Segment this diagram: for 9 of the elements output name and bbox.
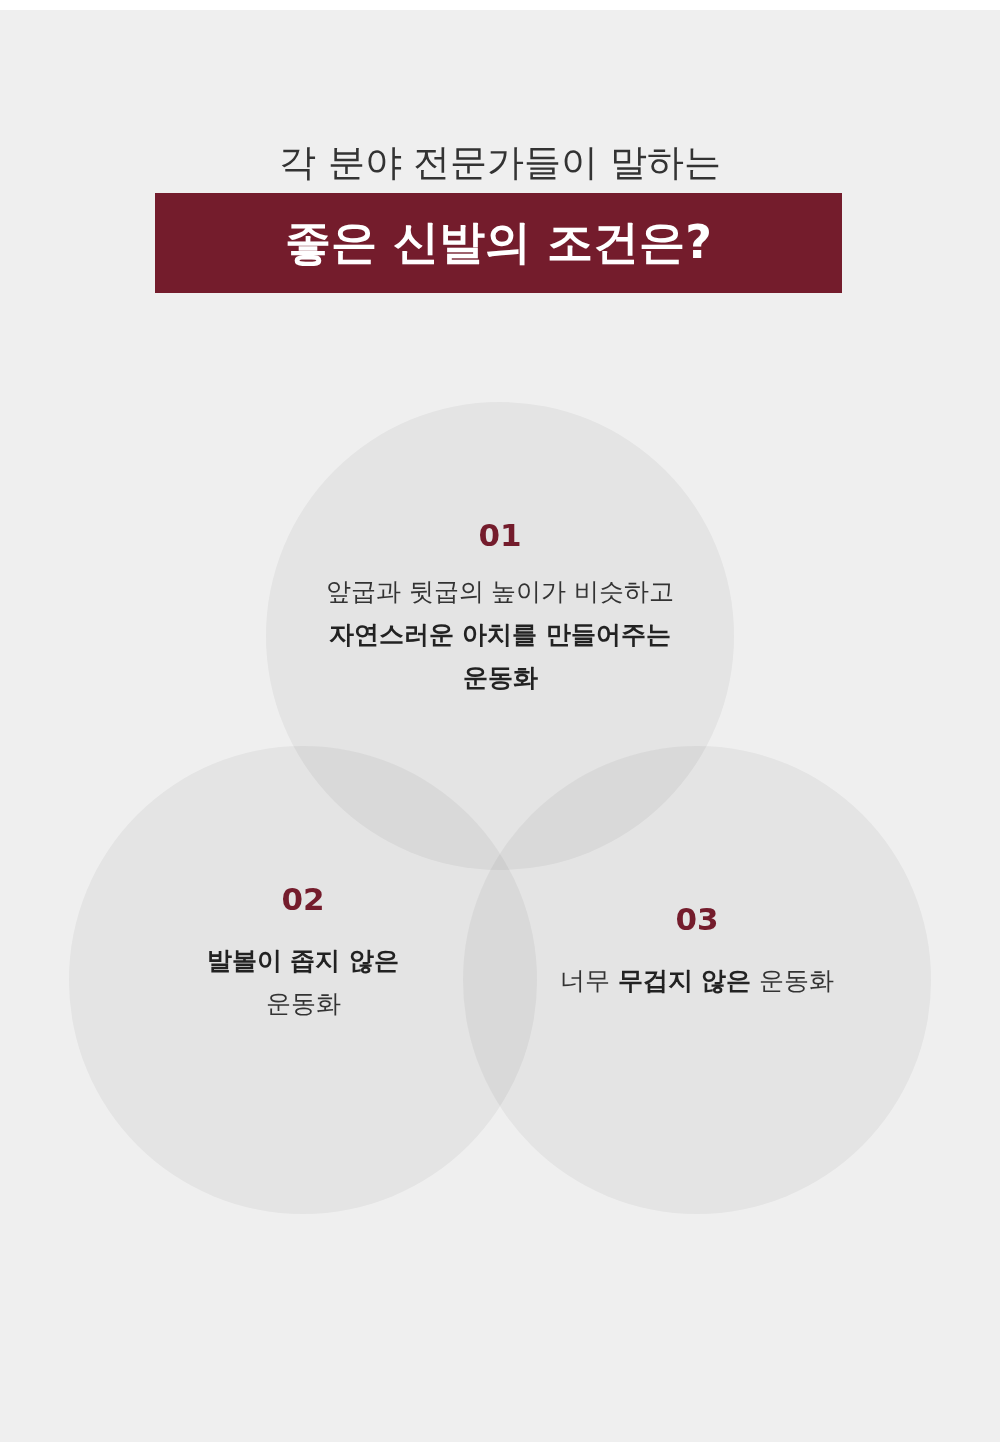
heading: 각 분야 전문가들이 말하는 <box>277 140 723 186</box>
item-number: 02 <box>280 881 326 917</box>
item-number: 01 <box>477 517 523 553</box>
title-banner <box>155 193 842 293</box>
description-text: 너무 무겁지 않은 운동화 <box>558 965 836 997</box>
item-number: 03 <box>674 901 720 937</box>
banner-heading: 좋은 신발의 조건은? <box>285 214 712 271</box>
description-text: 발볼이 좁지 않은 운동화 <box>205 945 401 1020</box>
description-text: 앞굽과 뒷굽의 높이가 비슷하고 자연스러운 아치를 만들어주는 운동화 <box>324 576 676 694</box>
